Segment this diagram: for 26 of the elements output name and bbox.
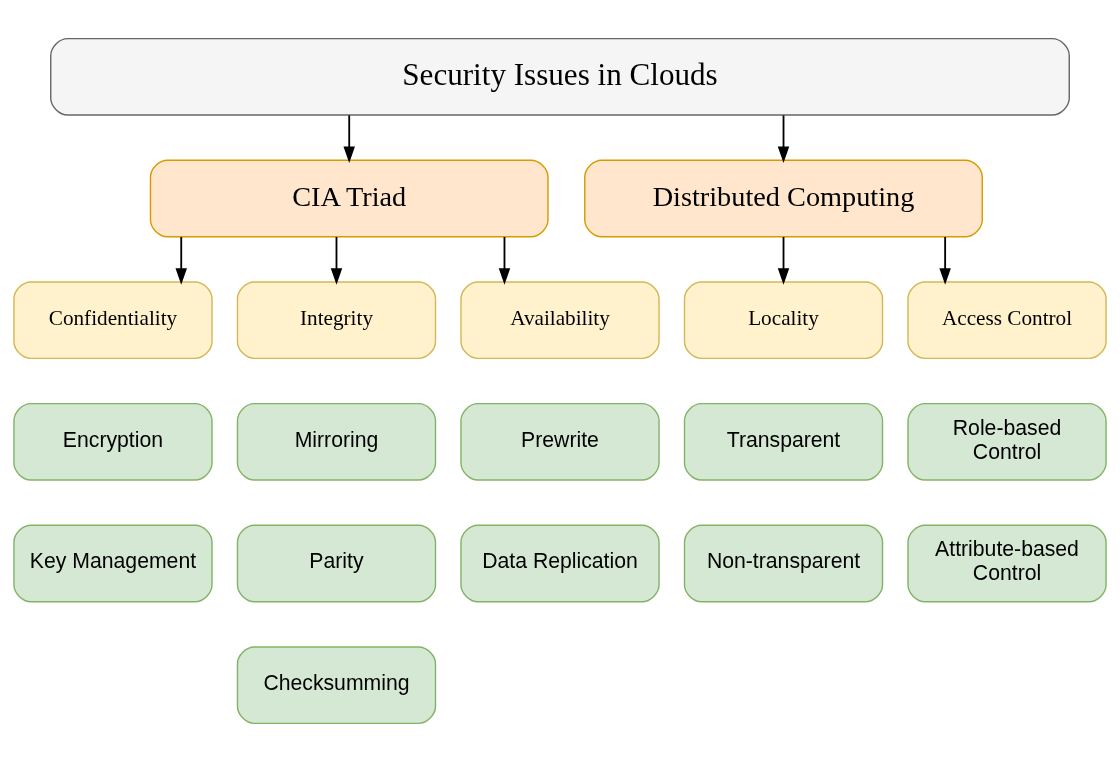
- node-box: Key Management: [13, 524, 213, 603]
- arrow: [939, 236, 951, 285]
- node-box: Mirroring: [236, 402, 437, 481]
- node-box: Role-based Control: [907, 402, 1107, 481]
- node-box: CIA Triad: [149, 159, 549, 238]
- node-box: Parity: [236, 524, 437, 603]
- node-box: Availability: [460, 281, 660, 360]
- node-box: Distributed Computing: [584, 159, 983, 238]
- node-box: Encryption: [13, 402, 213, 481]
- arrow: [498, 236, 511, 285]
- node-box: Locality: [683, 281, 884, 360]
- arrow: [343, 114, 355, 164]
- arrow: [330, 236, 343, 285]
- node-box: Transparent: [683, 402, 884, 481]
- node-box: Access Control: [907, 281, 1107, 360]
- node-box: Integrity: [236, 281, 437, 360]
- arrow: [175, 236, 187, 285]
- node-box: Prewrite: [460, 402, 660, 481]
- node-box: Attribute-based Control: [907, 524, 1107, 603]
- arrow: [777, 236, 790, 285]
- node-box: Checksumming: [236, 646, 437, 725]
- node-box: Data Replication: [460, 524, 660, 603]
- node-box: Confidentiality: [13, 281, 213, 360]
- node-box: Non-transparent: [683, 524, 884, 603]
- arrow: [777, 114, 790, 164]
- node-box: Security Issues in Clouds: [50, 37, 1070, 116]
